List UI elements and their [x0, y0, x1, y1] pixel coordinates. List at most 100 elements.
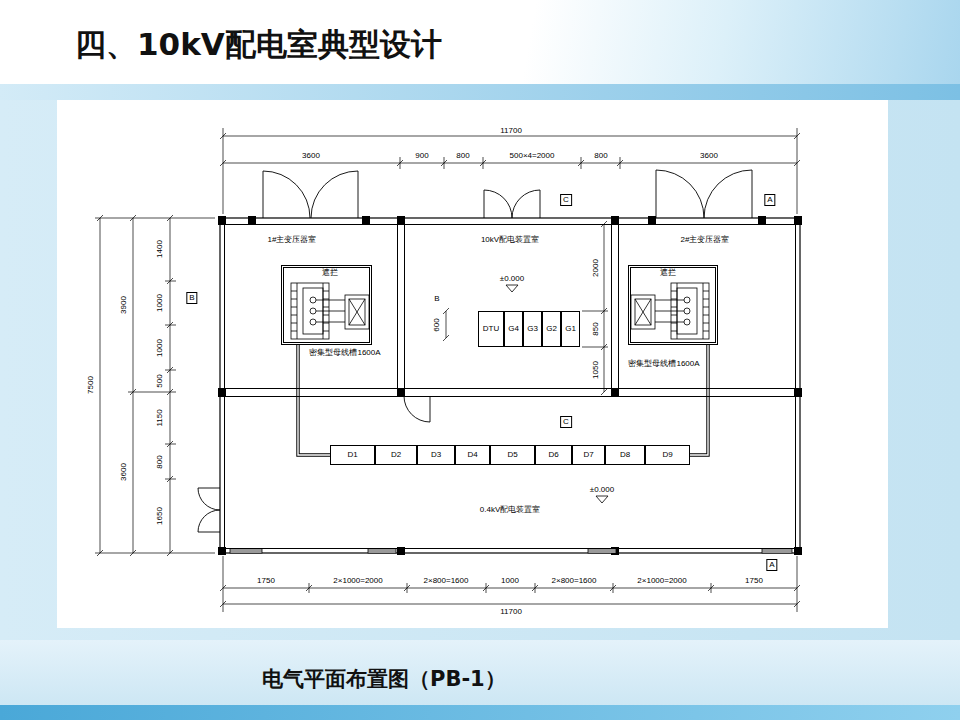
room-outline: 1#主变压器室遮拦 [224, 224, 398, 389]
level-mark [596, 496, 608, 503]
dimension-text: 3600 [700, 152, 718, 160]
transformer-symbol [316, 300, 345, 322]
figure-caption: 电气平面布置图（PB-1） [262, 665, 506, 693]
dimension-line [95, 128, 800, 612]
dimension-text: 1000 [501, 577, 519, 585]
dimension-line [97, 215, 136, 556]
door-swing [198, 488, 220, 510]
section-mark: B [186, 292, 197, 304]
room-name: 10kV配电装置室 [481, 236, 539, 244]
dimension-text: 2×800=1600 [552, 577, 597, 585]
slide-title: 四、10kV配电室典型设计 [75, 24, 442, 66]
door-swing [512, 190, 540, 218]
transformer-symbol [310, 308, 316, 314]
switchgear-cabinet: G3 [523, 311, 542, 347]
dimension-line [443, 308, 449, 341]
switchgear-cabinet: G1 [561, 311, 580, 347]
dimension-text: 1750 [257, 577, 275, 585]
cabinet-label: G3 [527, 325, 538, 333]
dimension-text: 2×800=1600 [424, 577, 469, 585]
low-voltage-panel: D2 [375, 445, 417, 465]
dimension-line [100, 218, 170, 553]
dimension-text: 1050 [592, 361, 600, 379]
dimension-text: 800 [156, 455, 164, 468]
dimension-text: 800 [594, 152, 607, 160]
transformer-symbol [635, 299, 651, 325]
dimension-line [582, 221, 608, 395]
outer-wall [220, 218, 800, 553]
switchgear-cabinet: G2 [542, 311, 561, 347]
cabinet-label: D3 [431, 451, 441, 459]
cabinet-label: G4 [508, 325, 519, 333]
cabinet-label: D4 [467, 451, 477, 459]
door-swing [263, 171, 310, 218]
door-swing [404, 396, 430, 422]
level-text: ±0.000 [500, 275, 524, 283]
cabinet-label: D6 [548, 451, 558, 459]
outer-wall [220, 218, 800, 553]
cabinet-label: DTU [483, 325, 499, 333]
transformer-symbol [684, 308, 690, 314]
door-swing [484, 190, 512, 218]
low-voltage-panel: D5 [490, 445, 535, 465]
low-voltage-panel: D8 [605, 445, 645, 465]
room-outline: 0.4kV配电装置室D1D2D3D4D5D6D7D8D9 [224, 396, 796, 549]
cabinet-label: G2 [546, 325, 557, 333]
low-voltage-panel: D9 [645, 445, 690, 465]
cabinet-label: D9 [662, 451, 672, 459]
cabinet-label: D5 [507, 451, 517, 459]
transformer-symbol [310, 319, 316, 325]
section-mark: B [434, 295, 439, 303]
door-swing [198, 510, 220, 532]
dimension-text: 600 [433, 318, 441, 331]
dimension-text: 500 [156, 374, 164, 387]
door-swing [311, 171, 358, 218]
low-voltage-panel: D7 [572, 445, 605, 465]
dimension-text: 1000 [156, 339, 164, 357]
door-swing [704, 170, 752, 218]
transformer-symbol [349, 299, 365, 325]
dimension-text: 3900 [120, 296, 128, 314]
low-voltage-panel: D4 [455, 445, 490, 465]
transformer-symbol [310, 297, 316, 303]
dimension-text: 3600 [120, 463, 128, 481]
cabinet-label: D7 [583, 451, 593, 459]
section-mark: C [560, 416, 572, 428]
header-band [0, 84, 960, 100]
dimension-text: 7500 [87, 376, 95, 394]
dimension-line [220, 601, 800, 607]
busbar-core [298, 345, 330, 455]
room-name: 2#主变压器室 [681, 236, 730, 244]
dimension-text: 1000 [156, 294, 164, 312]
transformer-symbol [345, 295, 369, 329]
low-voltage-panel: D1 [330, 445, 375, 465]
cabinet-label: D2 [391, 451, 401, 459]
level-mark [506, 285, 518, 292]
busbar-note: 密集型母线槽1600A [628, 360, 699, 368]
fence-enclosure: 遮拦 [628, 265, 718, 345]
dimension-text: 850 [592, 322, 600, 335]
busbar-note: 密集型母线槽1600A [309, 349, 380, 357]
footer-stripe [0, 705, 960, 720]
section-mark: C [560, 194, 572, 206]
dimension-text: 500×4=2000 [510, 152, 555, 160]
dimension-line [220, 585, 800, 591]
fence-label: 遮拦 [322, 269, 338, 277]
transformer-symbol [684, 319, 690, 325]
low-voltage-panel: D6 [535, 445, 572, 465]
door-swing [656, 170, 704, 218]
transformer-symbol [655, 300, 684, 322]
fence-label: 遮拦 [660, 269, 676, 277]
dimension-text: 2000 [592, 259, 600, 277]
dimension-line [223, 556, 797, 612]
dimension-text: 800 [456, 152, 469, 160]
room-outline: 10kV配电装置室 DTU G4 G3 G2 G1 [404, 224, 612, 389]
transformer-symbol [631, 295, 655, 329]
dimension-text: 1150 [156, 409, 164, 426]
dimension-text: 11700 [500, 127, 522, 135]
transformer-symbol [635, 299, 651, 325]
